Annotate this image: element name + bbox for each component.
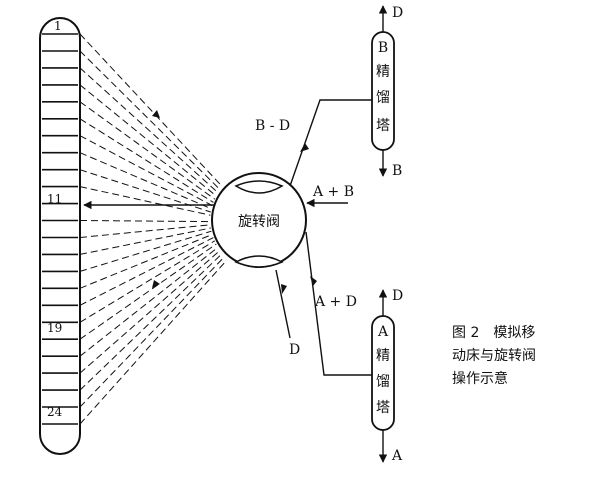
tower-b-bottom-label: B [392,163,402,179]
valve-lower-port [234,255,284,268]
flow-arrow-upper [152,110,160,118]
column-stage-dividers [42,33,78,425]
valve-label: 旋转阀 [238,214,280,230]
stream-a-plus-d: A + D [314,294,357,310]
tower-a-letter: A [377,324,389,340]
stream-d-out: D [289,342,300,358]
stage-connection-line [79,256,225,408]
tower-a-top-label: D [392,288,403,304]
stage-connection-line [79,246,219,357]
stream-b-minus-d: B - D [255,118,290,134]
caption-line-2: 动床与旋转阀 [452,348,536,364]
stream-a-plus-b: A + B [312,184,354,200]
line-to-tower-b [289,99,372,187]
arrow-b-minus-d [300,143,309,152]
tower-b-letter: B [378,40,388,56]
stage-connection-line [79,50,221,190]
caption-title-1: 模拟移 [493,325,536,341]
stage-connection-line [79,135,213,207]
tower-a-char-3: 塔 [376,400,390,416]
stage-label-11: 11 [47,192,62,206]
stage-connection-line [79,67,219,194]
tower-b-char-1: 精 [376,64,390,80]
stage-label-19: 19 [47,321,62,335]
stage-connection-line [79,240,216,323]
flow-arrow-lower [152,280,160,288]
arrow-d-out [281,284,287,294]
stage-connection-line [79,243,217,340]
line-d-out [275,269,291,339]
figure-caption: 图 2 模拟移 动床与旋转阀 操作示意 [452,322,592,391]
stage-connection-line [79,118,214,203]
stage-connection-line [79,259,228,425]
figure-number: 图 2 [452,325,480,341]
stage-connection-line [79,230,212,272]
stage-connection-lines [79,33,228,425]
stage-connection-line [79,253,223,391]
tower-b-char-3: 塔 [376,118,390,134]
stage-connection-line [79,101,216,200]
stage-connection-line [79,227,211,255]
stage-connection-line [79,84,217,197]
adsorption-column [39,17,81,455]
caption-line-3: 操作示意 [452,371,508,387]
stage-connection-line [79,250,221,374]
stage-connection-line [79,237,214,306]
stage-connection-line [79,220,211,223]
stage-label-1: 1 [54,19,62,33]
stage-connection-line [79,152,212,210]
tower-a-char-1: 精 [376,348,390,364]
caption-line-1: 图 2 模拟移 [452,322,592,345]
valve-upper-port [234,180,284,194]
tower-b-top-label: D [392,5,403,21]
tower-a-bottom-label: A [391,448,403,464]
stage-label-24: 24 [47,405,63,419]
stage-connection-line [79,33,223,187]
stage-connection-line [79,186,211,216]
stage-connection-line [79,233,213,289]
tower-a-char-2: 馏 [376,374,390,390]
tower-b-char-2: 馏 [376,90,390,106]
stage-connection-line [79,224,211,238]
arrow-a-plus-d [310,276,317,286]
